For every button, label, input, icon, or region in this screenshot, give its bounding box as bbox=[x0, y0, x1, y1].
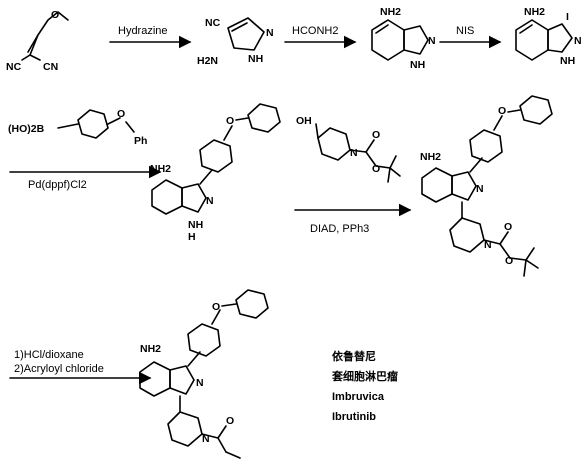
atom-boronic-acid: (HO)2B bbox=[8, 123, 45, 135]
atom-nh: NH bbox=[188, 219, 203, 231]
atom-nc: NC bbox=[205, 17, 221, 29]
compound-phenoxyphenyl-pyrazolopyrimidine: O NH2 N NH H bbox=[150, 103, 281, 243]
atom-o: O bbox=[226, 415, 234, 427]
reagent-nis: NIS bbox=[456, 25, 474, 37]
atom-n: N bbox=[484, 239, 492, 251]
atom-nc: NC bbox=[6, 61, 22, 73]
atom-n: N bbox=[202, 433, 210, 445]
atom-nh: NH bbox=[410, 59, 425, 71]
drug-indication-chinese: 套细胞淋巴瘤 bbox=[332, 369, 398, 383]
drug-name-labels: 依鲁替尼 套细胞淋巴瘤 Imbruvica Ibrutinib bbox=[332, 349, 398, 423]
drug-generic-name: Ibrutinib bbox=[332, 411, 376, 423]
atom-oh: OH bbox=[296, 115, 312, 127]
atom-nh2: NH2 bbox=[420, 151, 441, 163]
compound-aminopyrazole-carbonitrile: NC H2N N NH bbox=[197, 17, 274, 67]
atom-n: N bbox=[350, 147, 358, 159]
atom-h2n: H2N bbox=[197, 55, 218, 67]
atom-o: O bbox=[372, 129, 380, 141]
atom-nh: NH bbox=[248, 53, 263, 65]
atom-nh2: NH2 bbox=[140, 343, 161, 355]
drug-brand-name: Imbruvica bbox=[332, 391, 385, 403]
atom-o: O bbox=[117, 108, 125, 120]
compound-aminopyrazolopyrimidine: NH2 N NH bbox=[371, 6, 436, 71]
atom-o: O bbox=[372, 163, 380, 175]
atom-nh2: NH2 bbox=[380, 6, 401, 18]
atom-n: N bbox=[476, 183, 484, 195]
atom-nh2: NH2 bbox=[150, 163, 171, 175]
reagent-phenoxyphenylboronic-acid: (HO)2B O Ph bbox=[8, 108, 147, 147]
compound-ibrutinib: O NH2 N N O bbox=[139, 289, 269, 459]
atom-nh: NH bbox=[560, 55, 575, 67]
atom-h: H bbox=[188, 231, 196, 243]
reagent-pd-catalyst: Pd(dppf)Cl2 bbox=[28, 179, 87, 191]
atom-o: O bbox=[504, 221, 512, 233]
atom-cn: CN bbox=[43, 61, 58, 73]
atom-o: O bbox=[226, 115, 234, 127]
reagent-mitsunobu: DIAD, PPh3 bbox=[310, 223, 369, 235]
reagent-hcl-dioxane: 1)HCl/dioxane bbox=[14, 349, 84, 361]
atom-o: O bbox=[212, 301, 220, 313]
atom-n: N bbox=[196, 377, 204, 389]
compound-boc-ibrutinib-precursor: O NH2 N N O O bbox=[420, 95, 553, 277]
reagent-boc-hydroxypiperidine: OH N O O bbox=[296, 115, 401, 183]
atom-o: O bbox=[505, 255, 513, 267]
atom-n: N bbox=[206, 195, 214, 207]
atom-ph: Ph bbox=[134, 135, 147, 147]
drug-name-chinese: 依鲁替尼 bbox=[332, 349, 376, 363]
compound-iodo-pyrazolopyrimidine: NH2 I N NH bbox=[515, 6, 582, 67]
atom-iodine: I bbox=[566, 11, 569, 23]
reagent-acryloyl-chloride: 2)Acryloyl chloride bbox=[14, 363, 104, 375]
reagent-hydrazine: Hydrazine bbox=[118, 25, 168, 37]
atom-n: N bbox=[574, 35, 582, 47]
reagent-formamide: HCONH2 bbox=[292, 25, 338, 37]
atom-nh2: NH2 bbox=[524, 6, 545, 18]
atom-o: O bbox=[498, 105, 506, 117]
compound-ethoxymethylene-malononitrile: O NC CN bbox=[6, 9, 69, 73]
atom-n: N bbox=[428, 35, 436, 47]
atom-n: N bbox=[266, 27, 274, 39]
atom-o: O bbox=[51, 9, 59, 21]
